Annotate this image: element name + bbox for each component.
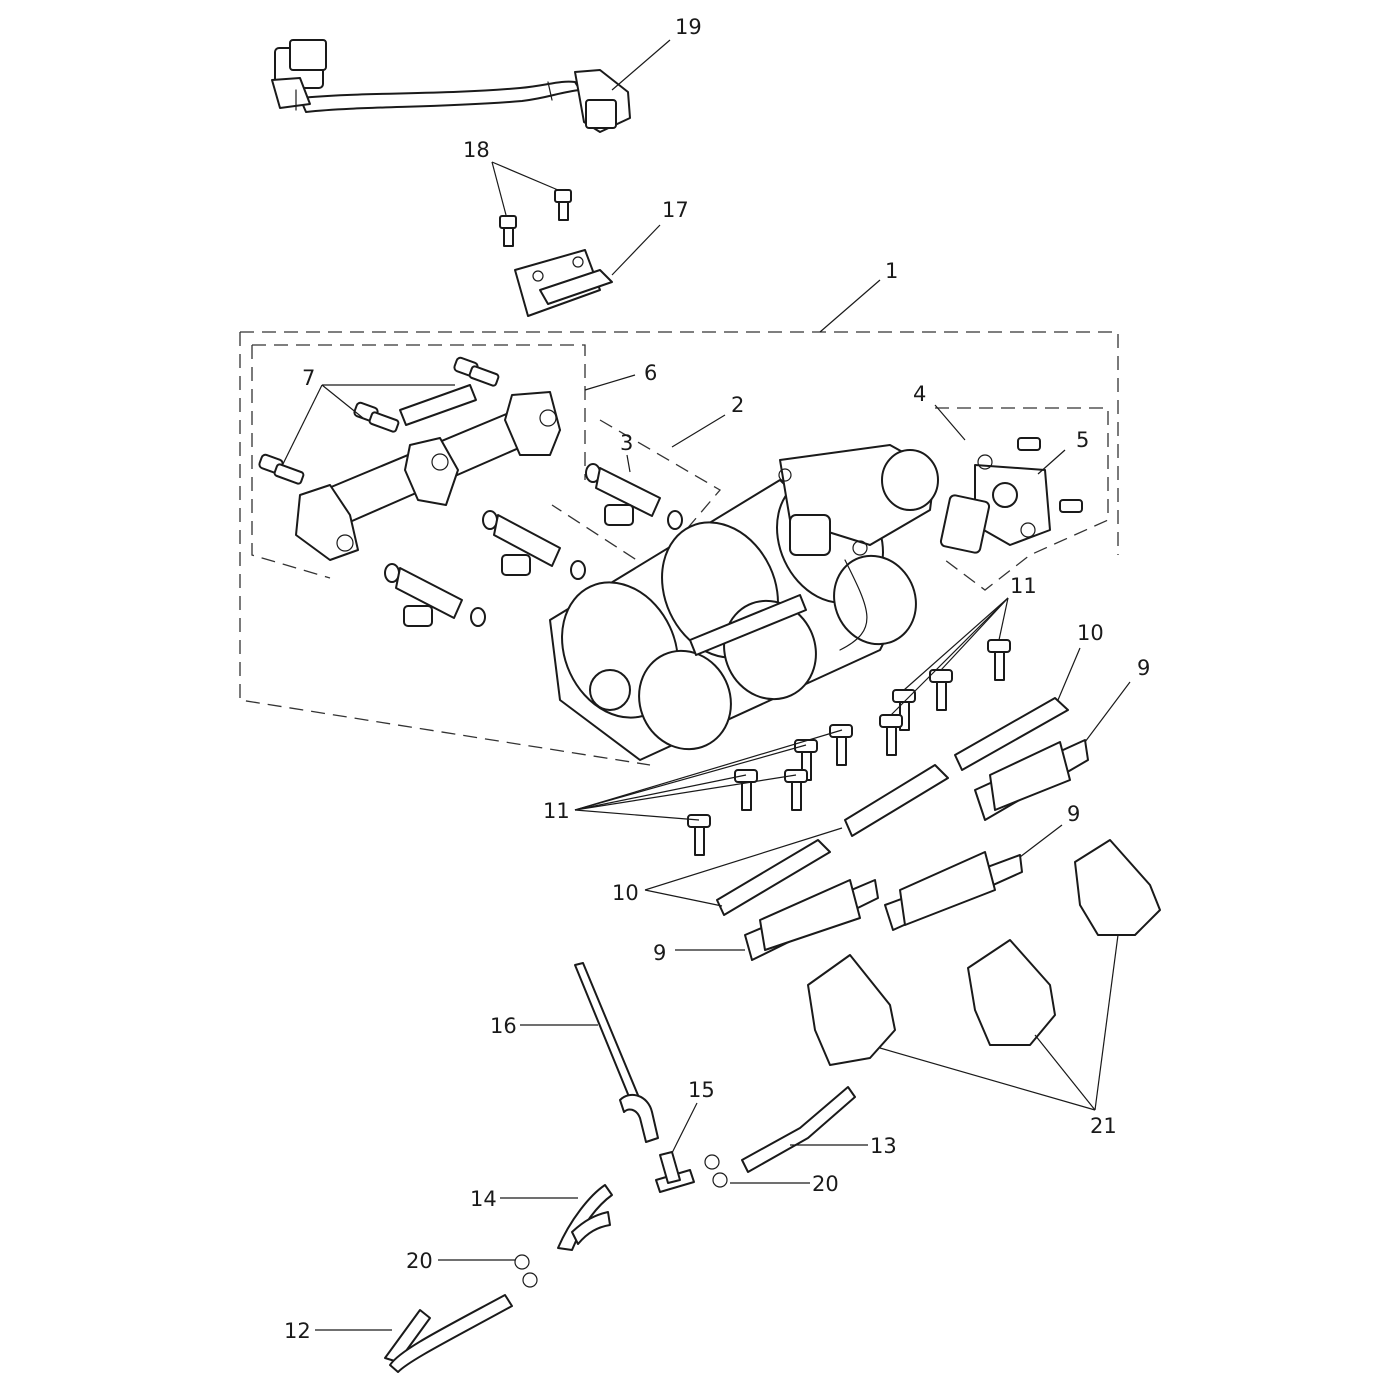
callout-9-upper: 9 — [1137, 656, 1150, 680]
callout-18: 18 — [463, 138, 490, 162]
callout-4: 4 — [913, 382, 926, 406]
callout-labels: 19 18 17 1 7 6 2 3 4 5 11 10 9 11 9 10 9… — [284, 15, 1150, 1343]
assembly-boundary-1 — [239, 331, 1119, 766]
part-11-screws-upper — [879, 639, 1011, 756]
callout-11-upper: 11 — [1010, 574, 1037, 598]
callout-19: 19 — [675, 15, 702, 39]
part-17-bracket — [514, 249, 613, 317]
part-15-tpiece — [655, 1151, 695, 1193]
part-13-hose — [741, 1086, 856, 1173]
callout-10-upper: 10 — [1077, 621, 1104, 645]
callout-9-middle: 9 — [1067, 802, 1080, 826]
callout-5: 5 — [1076, 428, 1089, 452]
leader-lines — [281, 39, 1131, 1331]
part-5-sensor — [939, 437, 1083, 554]
part-3-injectors — [384, 463, 683, 627]
callout-15: 15 — [688, 1078, 715, 1102]
part-12-hose — [384, 1294, 513, 1373]
callout-2: 2 — [731, 393, 744, 417]
callout-21: 21 — [1090, 1114, 1117, 1138]
part-10-clamps — [716, 697, 1069, 916]
callout-11-lower: 11 — [543, 799, 570, 823]
throttle-body-assembly — [549, 444, 939, 761]
callout-14: 14 — [470, 1187, 497, 1211]
part-20-clips — [514, 1154, 728, 1288]
callout-1: 1 — [885, 259, 898, 283]
part-18-screws — [499, 189, 572, 247]
callout-20-left: 20 — [406, 1249, 433, 1273]
callout-6: 6 — [644, 361, 657, 385]
callout-12: 12 — [284, 1319, 311, 1343]
callout-7: 7 — [302, 366, 315, 390]
callout-16: 16 — [490, 1014, 517, 1038]
part-7-pins — [258, 356, 500, 485]
callout-17: 17 — [662, 198, 689, 222]
callout-9-lower: 9 — [653, 941, 666, 965]
part-21-boots — [807, 839, 1161, 1066]
part-6-fuel-rail — [295, 384, 561, 561]
callout-13: 13 — [870, 1134, 897, 1158]
part-11-screws-lower — [687, 724, 853, 856]
part-16-hose — [574, 962, 659, 1143]
part-19-harness — [271, 39, 631, 133]
callout-3: 3 — [620, 431, 633, 455]
callout-10-lower: 10 — [612, 881, 639, 905]
part-9-adapters — [744, 739, 1089, 961]
callout-20-right: 20 — [812, 1172, 839, 1196]
part-14-hose — [557, 1184, 613, 1251]
